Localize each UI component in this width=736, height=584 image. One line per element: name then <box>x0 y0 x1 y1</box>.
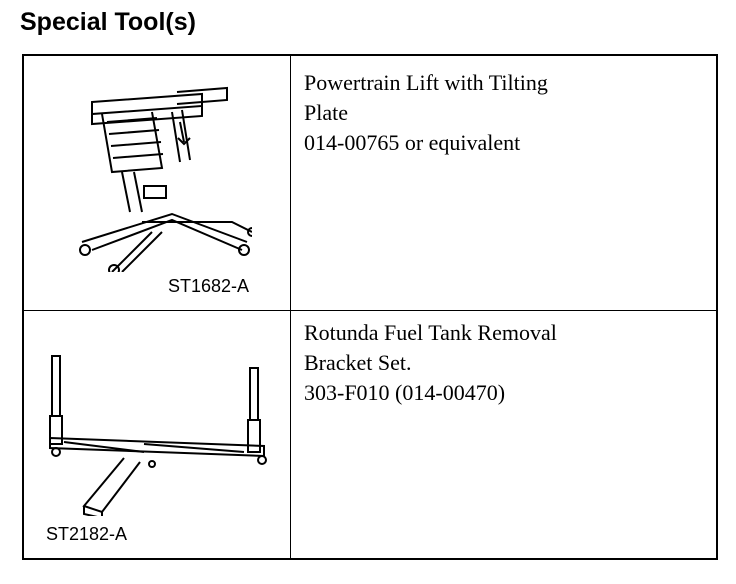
description-line: 014-00765 or equivalent <box>304 130 521 155</box>
fuel-tank-bracket-illustration <box>44 346 274 516</box>
tool-description: Rotunda Fuel Tank Removal Bracket Set. 3… <box>304 318 704 408</box>
description-line: Plate <box>304 100 348 125</box>
row-divider <box>24 310 716 311</box>
tool-description: Powertrain Lift with Tilting Plate 014-0… <box>304 68 704 158</box>
powertrain-lift-illustration <box>52 82 252 272</box>
description-line: 303-F010 (014-00470) <box>304 380 506 405</box>
page-title: Special Tool(s) <box>20 8 196 36</box>
tool-code: ST2182-A <box>46 524 128 544</box>
special-tools-table: ST1682-A Powertrain Lift with Tilting Pl… <box>22 54 718 560</box>
tool-code: ST1682-A <box>168 276 250 296</box>
description-line: Powertrain Lift with Tilting <box>304 70 548 95</box>
description-line: Bracket Set. <box>304 350 412 375</box>
column-divider <box>290 56 291 558</box>
description-line: Rotunda Fuel Tank Removal <box>304 320 557 345</box>
